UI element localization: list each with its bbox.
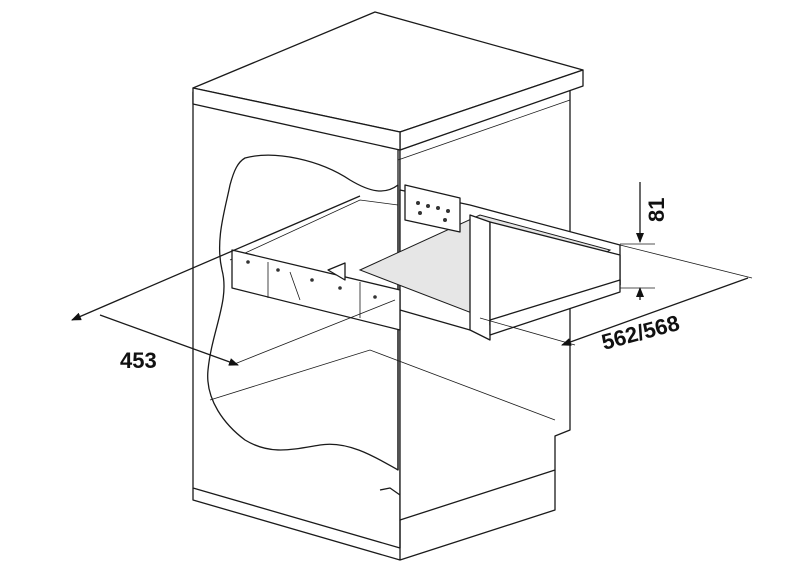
countertop-edge-front	[192, 87, 401, 151]
drawer-front-screws	[246, 260, 377, 299]
interior-bottom-edge	[209, 349, 556, 421]
drawer-side	[469, 214, 491, 341]
cabinet-cutaway-interior	[207, 154, 399, 471]
height-dimension-label: 81	[644, 198, 669, 222]
depth-dimension-line	[71, 195, 361, 321]
dimension-lines	[71, 182, 753, 366]
width-dimension-line	[561, 277, 749, 346]
depth-dimension-label: 453	[120, 348, 157, 373]
runner-bolts	[416, 201, 450, 222]
drawer	[231, 184, 621, 341]
cabinet-plinth	[192, 470, 556, 561]
